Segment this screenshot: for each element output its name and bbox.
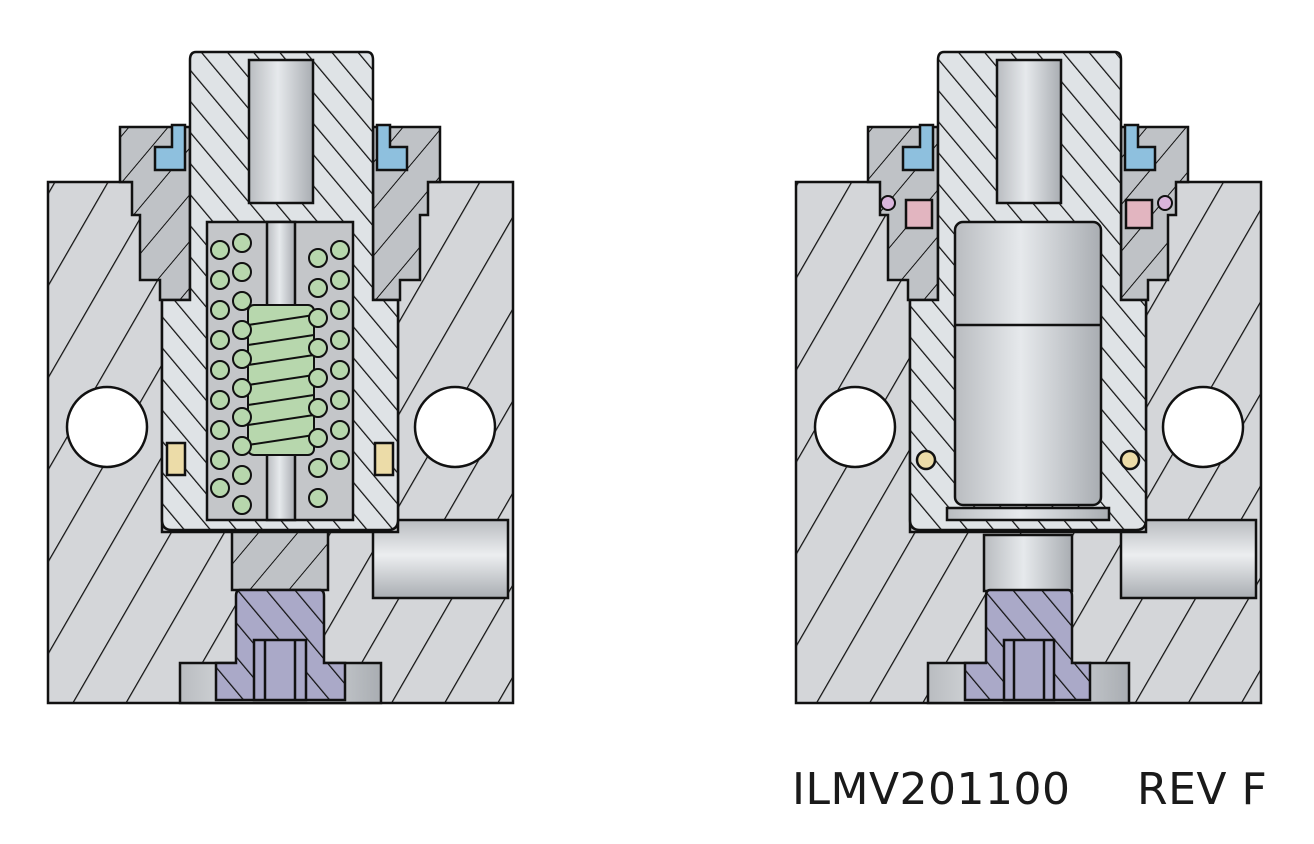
backup-ring [1119,449,1141,471]
stem-bore [995,58,1063,205]
o-ring-purple [880,195,896,211]
plug-bore [1002,638,1056,702]
seal-blue [1123,123,1157,172]
plug-bore [252,638,308,702]
spring-coil [247,304,315,456]
seal-blue [901,123,935,172]
valve-view-piston [794,50,1263,705]
spring-wire-sections [210,233,350,515]
seal-blue [153,123,187,172]
backup-ring [373,441,395,477]
poppet-stem [982,533,1074,593]
port-right [413,385,497,469]
o-ring-pink [904,198,934,230]
backup-ring [915,449,937,471]
piston [953,220,1103,507]
o-ring-purple [1157,195,1173,211]
port-right [1161,385,1245,469]
valve-view-spring [46,50,515,705]
port-left [65,385,149,469]
revision-label: REV F [1137,764,1268,815]
o-ring-pink [1124,198,1154,230]
backup-ring [165,441,187,477]
port-left [813,385,897,469]
stem-bore [247,58,315,205]
piston-collar [945,506,1111,522]
part-number-label: ILMV201100 [792,764,1071,815]
poppet-seat [230,530,330,592]
seal-blue [375,123,409,172]
